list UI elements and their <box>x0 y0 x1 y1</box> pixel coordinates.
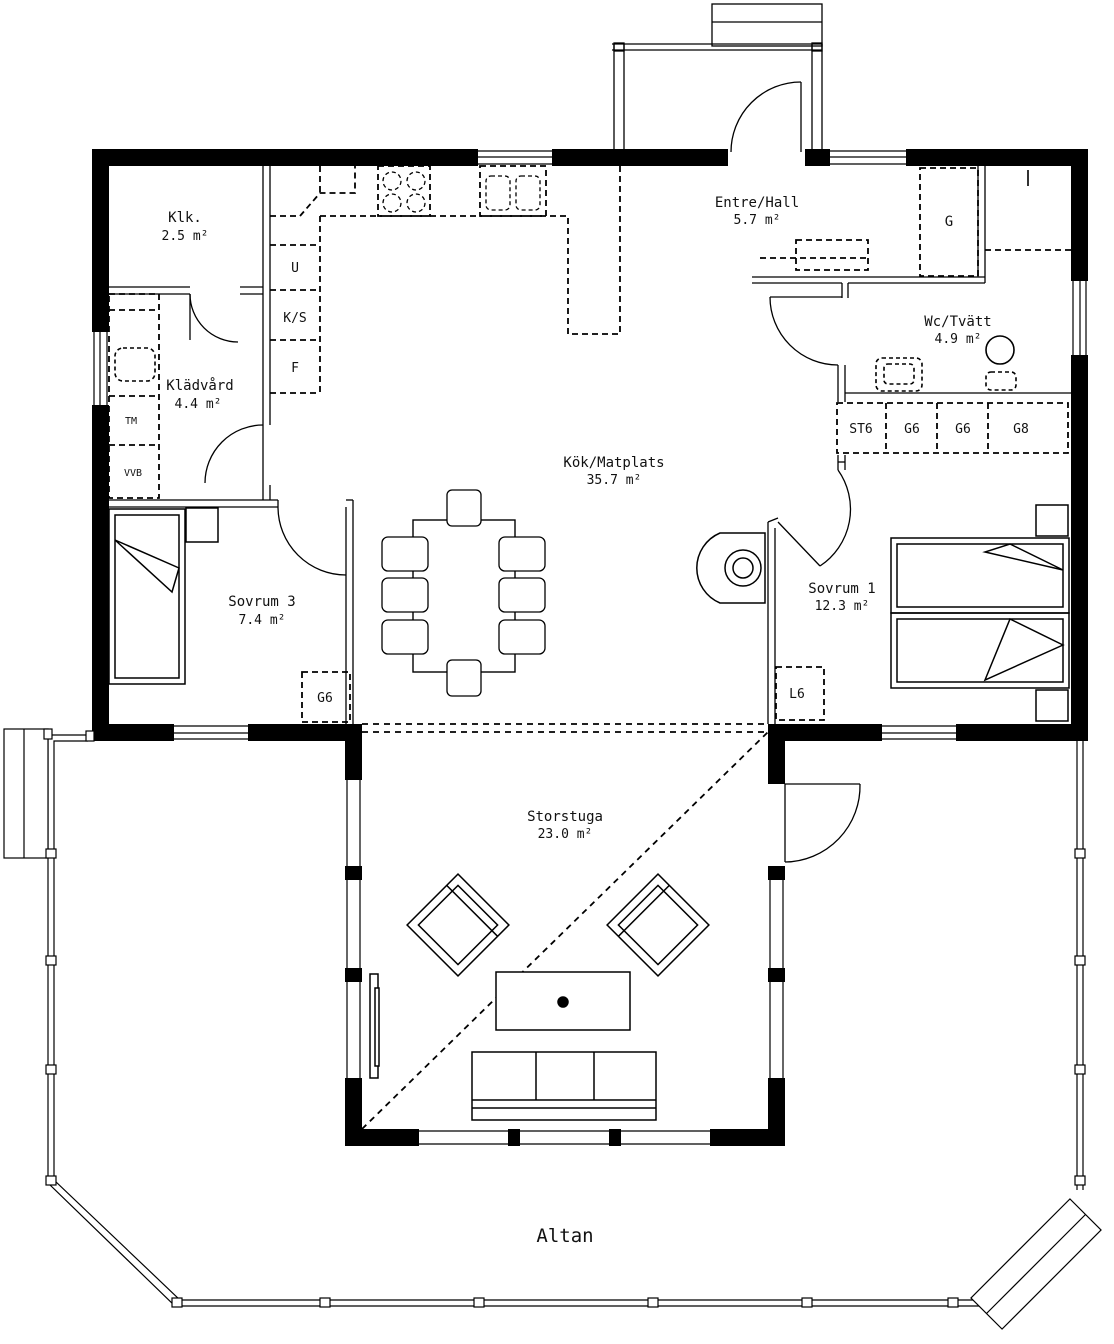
room-name-sovrum3: Sovrum 3 <box>228 594 295 610</box>
room-labels: Klk. 2.5 m² Entre/Hall 5.7 m² Wc/Tvätt 4… <box>162 195 992 1247</box>
room-area-storstuga: 23.0 m² <box>538 827 593 842</box>
room-name-storstuga: Storstuga <box>527 809 603 825</box>
room-area-klk: 2.5 m² <box>162 229 209 244</box>
room-name-klk: Klk. <box>168 210 202 226</box>
beds-sovrum1 <box>890 504 1070 722</box>
fixture-l6: L6 <box>789 687 805 702</box>
sink-icon <box>485 175 541 211</box>
fixture-g6-b: G6 <box>955 422 971 437</box>
room-area-kok: 35.7 m² <box>587 473 642 488</box>
tv-unit <box>369 973 380 1079</box>
fixture-g6-a: G6 <box>904 422 920 437</box>
room-area-sovrum1: 12.3 m² <box>815 599 870 614</box>
interior-walls <box>109 166 1071 863</box>
stove-icon <box>382 171 426 213</box>
kitchen-cabinets <box>108 165 1071 723</box>
room-area-sovrum3: 7.4 m² <box>239 613 286 628</box>
fixture-labels: U K/S F G TM VVB ST6 G6 G6 G8 G6 L6 <box>124 214 1029 706</box>
fixture-u: U <box>291 261 299 276</box>
room-name-kladvard: Klädvård <box>166 377 233 394</box>
bed-sovrum3 <box>108 507 219 685</box>
coffee-table <box>495 971 631 1031</box>
room-name-entre: Entre/Hall <box>715 195 799 211</box>
fixture-g: G <box>945 214 953 230</box>
room-area-entre: 5.7 m² <box>734 213 781 228</box>
dining-chairs <box>381 489 546 697</box>
fixture-st6: ST6 <box>849 422 872 437</box>
entrance-porch <box>612 3 823 153</box>
opening-lines <box>361 723 769 1130</box>
stove-fireplace <box>696 532 766 604</box>
armchairs <box>406 873 710 977</box>
room-name-wc: Wc/Tvätt <box>924 314 991 330</box>
fixture-g8: G8 <box>1013 422 1029 437</box>
room-name-sovrum1: Sovrum 1 <box>808 581 875 597</box>
windows <box>93 150 1087 1145</box>
fixture-f: F <box>291 361 299 376</box>
fixture-g6-sovrum3: G6 <box>317 691 333 706</box>
sofa <box>471 1051 657 1121</box>
railing-posts <box>43 728 1086 1308</box>
washbasin-icon <box>114 347 923 392</box>
fixture-ks: K/S <box>283 311 306 326</box>
fixture-tm: TM <box>125 416 137 427</box>
room-area-wc: 4.9 m² <box>935 332 982 347</box>
room-area-kladvard: 4.4 m² <box>175 397 222 412</box>
fixture-vvb: VVB <box>124 468 142 479</box>
exterior-walls <box>92 149 1088 1146</box>
toilet-icon <box>985 170 1029 391</box>
room-name-kok: Kök/Matplats <box>563 455 664 471</box>
room-name-altan: Altan <box>536 1225 593 1247</box>
